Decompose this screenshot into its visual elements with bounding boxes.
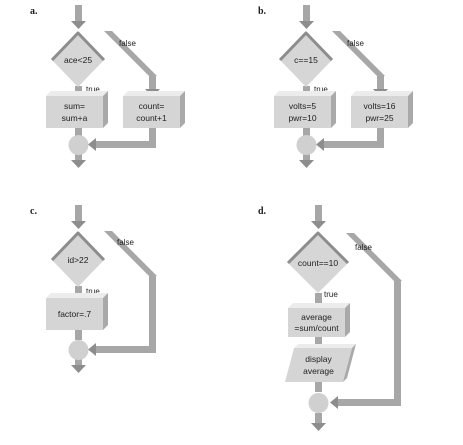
true-label: true (86, 287, 100, 296)
decision-diamond: count==10 (286, 231, 350, 293)
connector-circle (308, 393, 329, 413)
panel-a: a. ace<25 false true sum= s (30, 5, 185, 168)
decision-diamond: ace<25 (50, 31, 106, 87)
box-line-1: average (301, 312, 332, 322)
connector-circle (68, 135, 89, 155)
box-line-2: pwr=25 (365, 113, 393, 123)
panel-a-pipes (71, 5, 160, 168)
box-line-1: count= (139, 101, 165, 111)
panel-b: b. c==15 false true volts=5 (258, 5, 413, 168)
panel-d-label: d. (258, 206, 267, 217)
condition-text: count==10 (298, 258, 338, 268)
true-process-box: volts=5 pwr=10 (274, 91, 336, 128)
panel-a-label: a. (30, 6, 38, 17)
box-line-1: volts=5 (289, 101, 316, 111)
true-process-box: average =sum/count (288, 303, 350, 337)
panel-b-label: b. (258, 6, 267, 17)
false-label: false (119, 39, 136, 48)
panel-d: d. count==10 false true average =s (258, 205, 402, 431)
condition-text: c==15 (294, 55, 318, 65)
box-line-2: count+1 (136, 113, 167, 123)
box-line-2: average (303, 366, 334, 376)
true-label: true (86, 85, 100, 94)
connector-circle (296, 135, 317, 155)
display-io-box: display average (285, 344, 356, 382)
true-label: true (314, 85, 328, 94)
box-line-1: display (305, 354, 332, 364)
decision-diamond: c==15 (278, 31, 334, 87)
box-line-1: sum= (64, 101, 85, 111)
true-process-box: sum= sum+a (46, 91, 108, 128)
box-line-2: pwr=10 (288, 113, 316, 123)
false-label: false (347, 39, 364, 48)
box-line-2: =sum/count (294, 323, 339, 333)
panel-c-pipes (71, 205, 157, 373)
false-process-box: count= count+1 (123, 91, 185, 128)
box-line-1: volts=16 (364, 101, 396, 111)
panel-d-pipes (311, 205, 402, 431)
false-label: false (117, 238, 134, 247)
panel-c-label: c. (30, 206, 37, 217)
decision-diamond: id>22 (50, 231, 106, 287)
condition-text: ace<25 (64, 55, 92, 65)
false-label: false (355, 243, 372, 252)
true-label: true (324, 290, 338, 299)
box-line-1: factor=.7 (58, 309, 92, 319)
true-process-box: factor=.7 (46, 293, 108, 330)
condition-text: id>22 (67, 255, 88, 265)
box-line-2: sum+a (62, 113, 88, 123)
connector-circle (68, 340, 89, 360)
panel-c: c. id>22 false true factor=.7 (30, 205, 157, 373)
false-process-box: volts=16 pwr=25 (351, 91, 413, 128)
